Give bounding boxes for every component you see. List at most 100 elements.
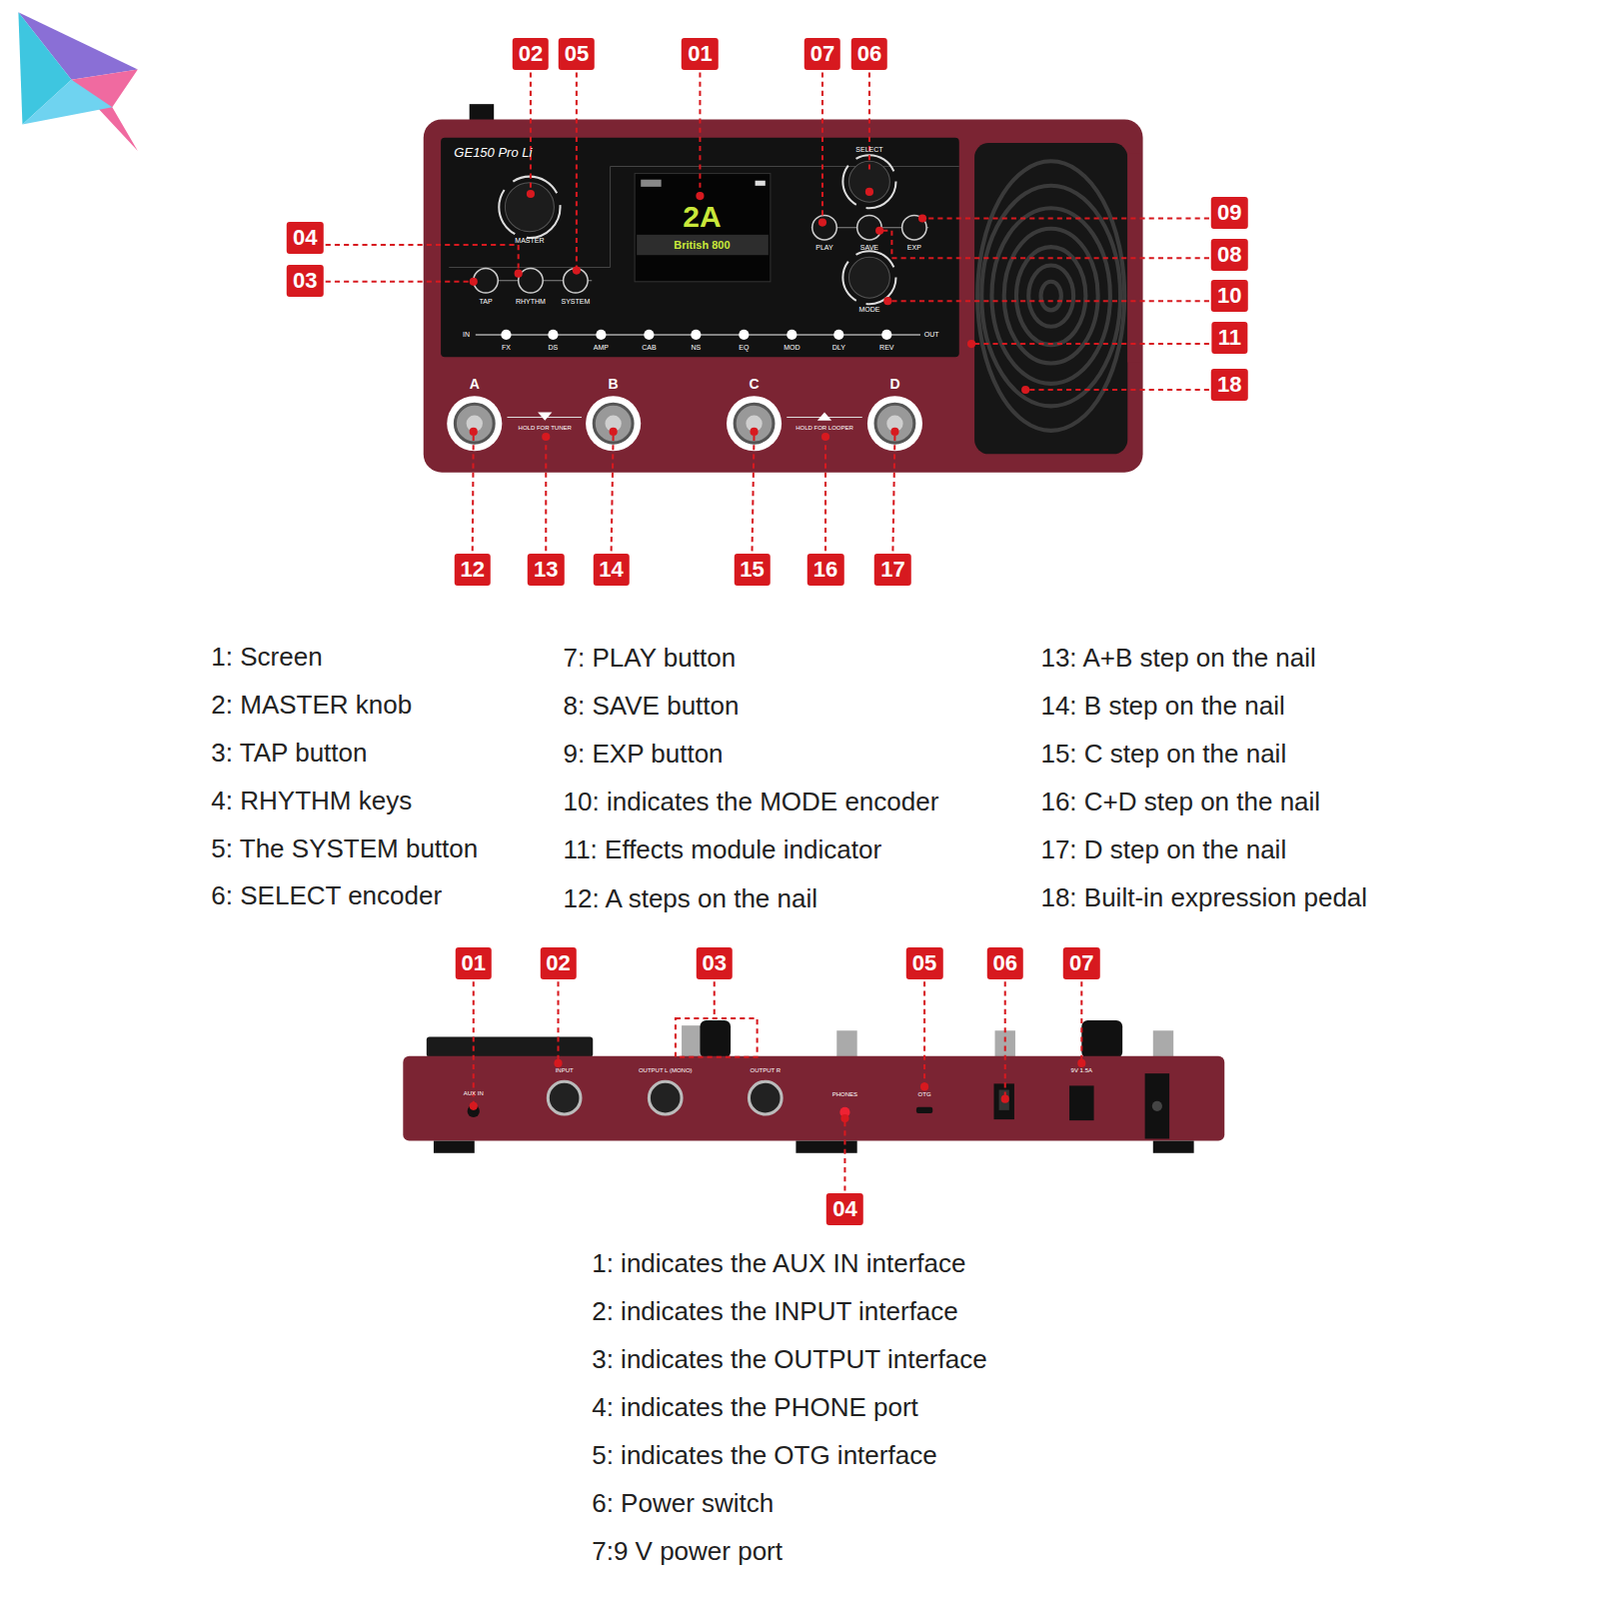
callout-number: 02 xyxy=(512,37,549,70)
leader-dots-part xyxy=(514,269,523,278)
callout-number: 02 xyxy=(539,947,576,980)
leader-dots-part xyxy=(553,1059,562,1068)
brand-logo-part xyxy=(21,79,112,125)
callout-number: 03 xyxy=(695,947,732,980)
leader-lines-part xyxy=(698,71,701,194)
leader-lines-part xyxy=(713,981,716,1019)
device-top-view-part xyxy=(636,234,769,255)
leader-lines-part xyxy=(1004,981,1007,1097)
device-label: AMP xyxy=(593,343,609,352)
device-top-view-part xyxy=(640,179,661,187)
device-top-view-part xyxy=(500,329,892,340)
footswitch-letter: D xyxy=(889,375,900,392)
device-top-view-part xyxy=(974,142,1128,454)
legend-item-text: 3: TAP button xyxy=(210,738,367,769)
legend-item-text: 5: indicates the OTG interface xyxy=(591,1441,937,1472)
callout-number: 05 xyxy=(906,947,943,980)
callout-number: 03 xyxy=(286,264,323,297)
device-label: EXP xyxy=(907,243,922,252)
callout-number: 17 xyxy=(874,553,911,586)
device-rear-view-part xyxy=(995,1030,1016,1059)
leader-dots-part xyxy=(469,1102,478,1111)
device-top-view-part xyxy=(849,256,891,298)
callout-number: 15 xyxy=(733,553,770,586)
callout-number: 14 xyxy=(592,553,629,586)
device-rear-view-part xyxy=(993,1083,1014,1120)
callout-number: 04 xyxy=(826,1193,863,1226)
leader-lines-part xyxy=(675,1018,758,1058)
device-top-view-part xyxy=(595,329,606,340)
device-rear-view-part xyxy=(1145,1073,1171,1139)
legend-item-text: 14: B step on the nail xyxy=(1040,691,1285,722)
device-top-view-part xyxy=(643,329,654,340)
device-top-view-part xyxy=(867,395,923,451)
device-top-view-part xyxy=(842,250,896,304)
leader-lines-part xyxy=(1025,388,1210,391)
leader-lines-part xyxy=(868,71,871,173)
callout-number: 18 xyxy=(1211,368,1248,401)
leader-dots-part xyxy=(572,265,581,274)
device-rear-view-part xyxy=(748,1081,782,1115)
device-rear-view-part xyxy=(681,1025,702,1059)
device-top-view-part xyxy=(690,329,701,340)
device-label: OUT xyxy=(924,330,940,339)
device-label: HOLD FOR LOOPER xyxy=(795,423,854,431)
legend-item-text: 5: The SYSTEM button xyxy=(210,834,478,865)
leader-lines-part xyxy=(821,71,824,220)
leader-lines-part xyxy=(472,981,475,1105)
device-label: MODE xyxy=(858,305,880,314)
callout-number: 01 xyxy=(455,947,492,980)
legend-item-text: 10: indicates the MODE encoder xyxy=(563,787,940,818)
leader-dots-part xyxy=(883,296,892,305)
leader-dots-part xyxy=(920,1082,929,1091)
leader-dots-part xyxy=(840,1114,849,1123)
callout-number: 08 xyxy=(1211,238,1248,271)
device-top-view-part xyxy=(504,182,554,232)
brand-logo xyxy=(17,11,137,151)
leader-lines-part xyxy=(752,433,755,551)
legend-item-text: 1: Screen xyxy=(210,642,322,673)
leader-dots-part xyxy=(469,427,478,436)
callout-number: 06 xyxy=(851,37,888,70)
leader-dots xyxy=(469,187,1087,1123)
leader-lines-part xyxy=(325,280,472,283)
leader-lines-part xyxy=(824,436,827,551)
footswitch-letter: B xyxy=(608,375,619,392)
screen-preset: 2A xyxy=(682,199,721,235)
legend-item-text: 9: EXP button xyxy=(563,739,724,770)
leader-lines-part xyxy=(971,342,1210,345)
callout-number: 01 xyxy=(681,37,718,70)
device-top-view-part xyxy=(1040,281,1061,311)
device-label: OUTPUT L (MONO) xyxy=(638,1067,693,1075)
device-rear-view-part xyxy=(1069,1085,1095,1121)
callout-number: 10 xyxy=(1211,279,1248,312)
device-top-view-part xyxy=(881,329,892,340)
leader-lines-part xyxy=(881,230,1210,259)
device-label: PHONES xyxy=(832,1090,858,1098)
device-rear-view-part xyxy=(402,1056,1225,1142)
device-rear-view-part xyxy=(916,1107,933,1114)
device-rear-view-part xyxy=(836,1030,857,1059)
device-label: SAVE xyxy=(860,243,879,252)
legend-item-text: 4: indicates the PHONE port xyxy=(591,1393,919,1424)
leader-dots-part xyxy=(967,339,976,348)
device-rear-view-part xyxy=(1152,1101,1163,1112)
callout-number: 11 xyxy=(1212,321,1248,354)
device-label: SYSTEM xyxy=(560,297,590,306)
leader-lines-part xyxy=(575,71,578,268)
leader-lines-part xyxy=(325,244,519,272)
leader-lines-part xyxy=(892,433,895,551)
device-top-view-part xyxy=(609,165,611,267)
device-label: MOD xyxy=(783,343,800,352)
device-top-view-part xyxy=(634,173,771,282)
callout-number: 05 xyxy=(558,37,595,70)
leader-lines xyxy=(325,71,1210,1191)
callout-number: 16 xyxy=(807,553,844,586)
callout-number: 12 xyxy=(453,553,490,586)
device-top-view-part xyxy=(738,329,749,340)
device-rear-view-part xyxy=(433,1141,475,1154)
device-rear-view-part xyxy=(648,1081,682,1115)
leader-dots-part xyxy=(821,432,830,441)
leader-lines-part xyxy=(472,433,474,551)
device-label: MASTER xyxy=(514,236,544,245)
